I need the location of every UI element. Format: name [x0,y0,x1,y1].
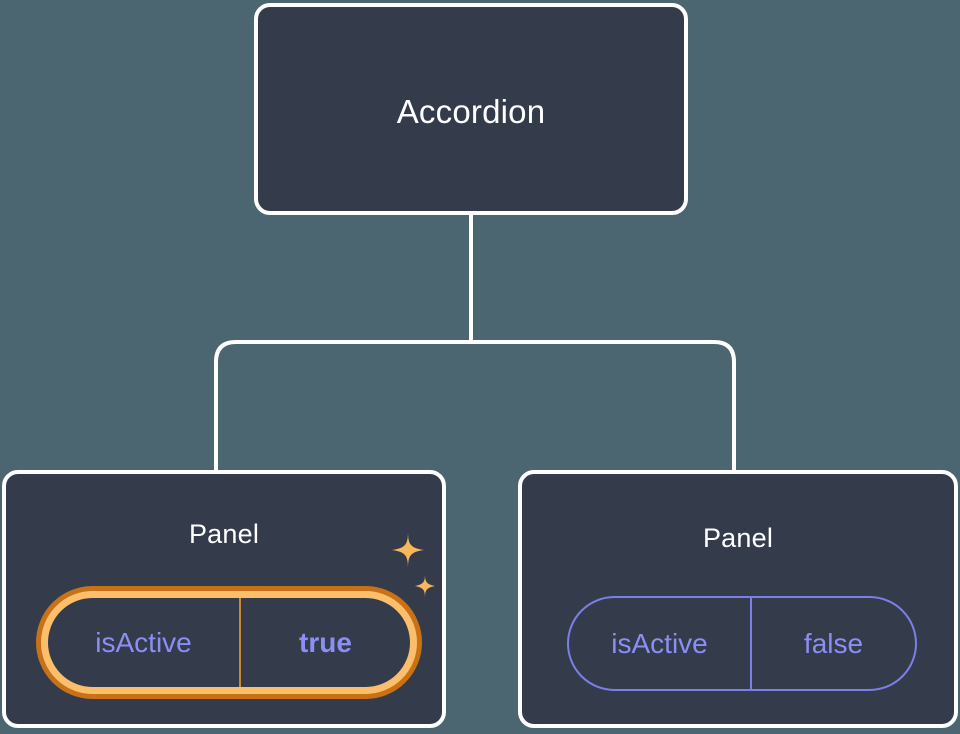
prop-key-label: isActive [48,598,241,687]
prop-value-label: false [803,627,864,659]
node-panel-inactive[interactable]: Panel isActive false [518,470,958,728]
prop-value-label: true [299,626,352,658]
node-panel-active[interactable]: Panel isActive true [2,470,446,728]
node-accordion-title: Accordion [396,93,546,130]
badge-ring-inner [41,591,417,694]
badge-ring-outer [36,586,422,699]
badge-content: isActive true [48,598,410,687]
prop-badge-isactive-false[interactable]: isActive false [567,596,917,691]
prop-key-label: isActive [569,598,752,689]
prop-badge-isactive-true[interactable]: isActive true [36,586,422,699]
node-accordion[interactable]: Accordion [254,3,688,215]
node-panel-active-title: Panel [188,519,260,549]
node-panel-inactive-title: Panel [702,523,774,553]
connector-branch-bus [214,340,736,470]
